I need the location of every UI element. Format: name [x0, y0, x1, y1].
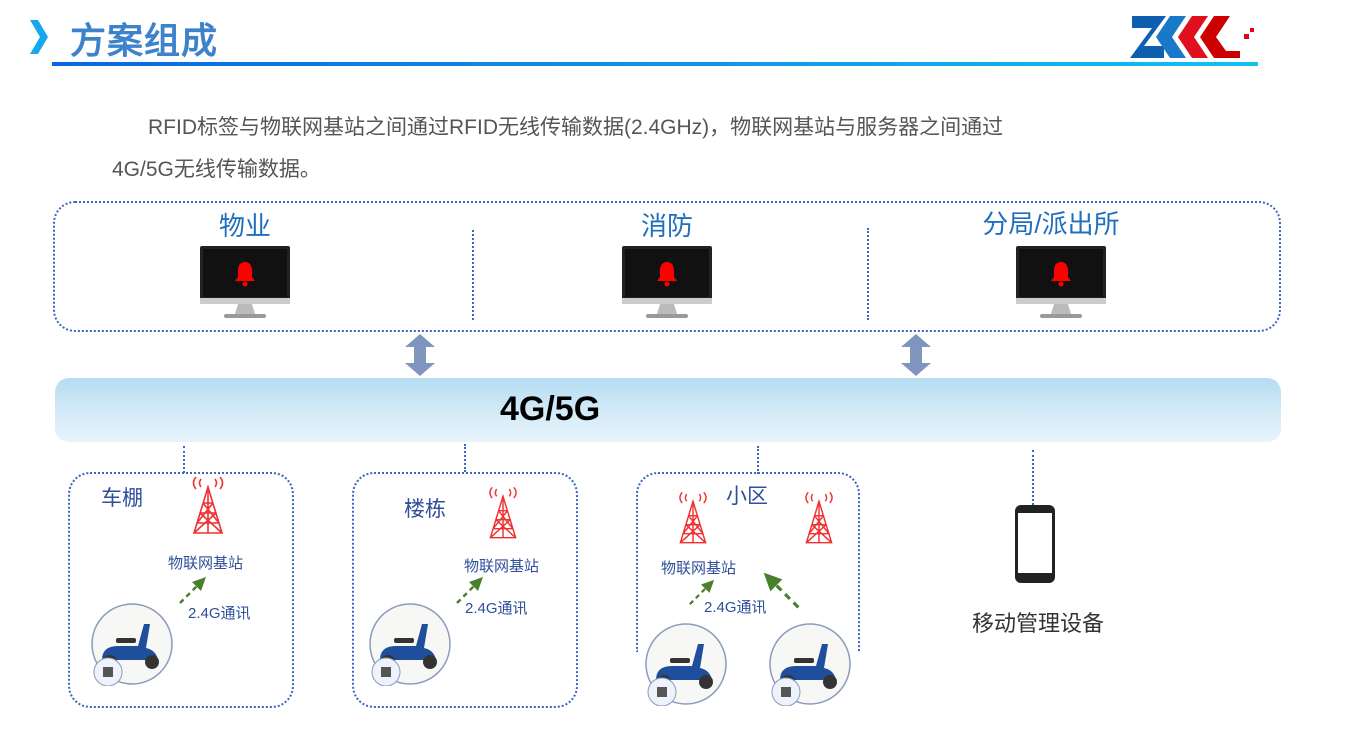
- link-label: 2.4G通讯: [465, 600, 528, 617]
- site-label: 小区: [726, 485, 768, 508]
- site-panel-shed: [68, 472, 294, 708]
- site-label: 车棚: [101, 487, 143, 510]
- connector: [183, 446, 185, 473]
- scooter-tag-image: [768, 622, 852, 706]
- clients-panel: [53, 201, 1281, 332]
- page-title: 方案组成: [70, 20, 219, 61]
- title-underline: [52, 62, 1258, 66]
- client-label-fire: 消防: [640, 211, 693, 241]
- tower-icon: [675, 490, 711, 545]
- station-label: 物联网基站: [464, 558, 540, 575]
- client-label-property: 物业: [218, 211, 271, 241]
- monitor-alarm-icon: [1016, 246, 1106, 320]
- connector: [757, 446, 759, 474]
- connector: [464, 444, 466, 472]
- tower-icon: [801, 490, 837, 545]
- connector: [1032, 450, 1034, 505]
- intro-line-2: 4G/5G无线传输数据。: [112, 158, 321, 181]
- client-label-police: 分局/派出所: [982, 209, 1120, 239]
- chevron-icon: [26, 18, 50, 61]
- network-cloud: [55, 378, 1281, 442]
- link-label: 2.4G通讯: [704, 599, 767, 616]
- tower-icon: [485, 485, 521, 540]
- scooter-tag-image: [644, 622, 728, 706]
- station-label: 物联网基站: [168, 555, 244, 572]
- divider: [867, 228, 869, 320]
- tower-icon: [188, 475, 228, 535]
- intro-line-1: RFID标签与物联网基站之间通过RFID无线传输数据(2.4GHz)，物联网基站…: [148, 116, 1004, 139]
- network-label: 4G/5G: [500, 390, 601, 428]
- monitor-alarm-icon: [200, 246, 290, 320]
- site-panel-building: [352, 472, 578, 708]
- divider: [472, 230, 474, 320]
- scooter-tag-image: [368, 602, 452, 686]
- station-label: 物联网基站: [661, 560, 737, 577]
- arrow-icon: [178, 575, 208, 605]
- scooter-tag-image: [90, 602, 174, 686]
- monitor-alarm-icon: [622, 246, 712, 320]
- smartphone-icon: [1015, 505, 1055, 583]
- double-arrow-icon: [901, 334, 931, 376]
- double-arrow-icon: [405, 334, 435, 376]
- logo: [1130, 14, 1260, 65]
- site-label: 楼栋: [404, 498, 446, 521]
- link-label: 2.4G通讯: [188, 605, 251, 622]
- mobile-label: 移动管理设备: [972, 611, 1105, 636]
- site-panel-community: [636, 472, 860, 652]
